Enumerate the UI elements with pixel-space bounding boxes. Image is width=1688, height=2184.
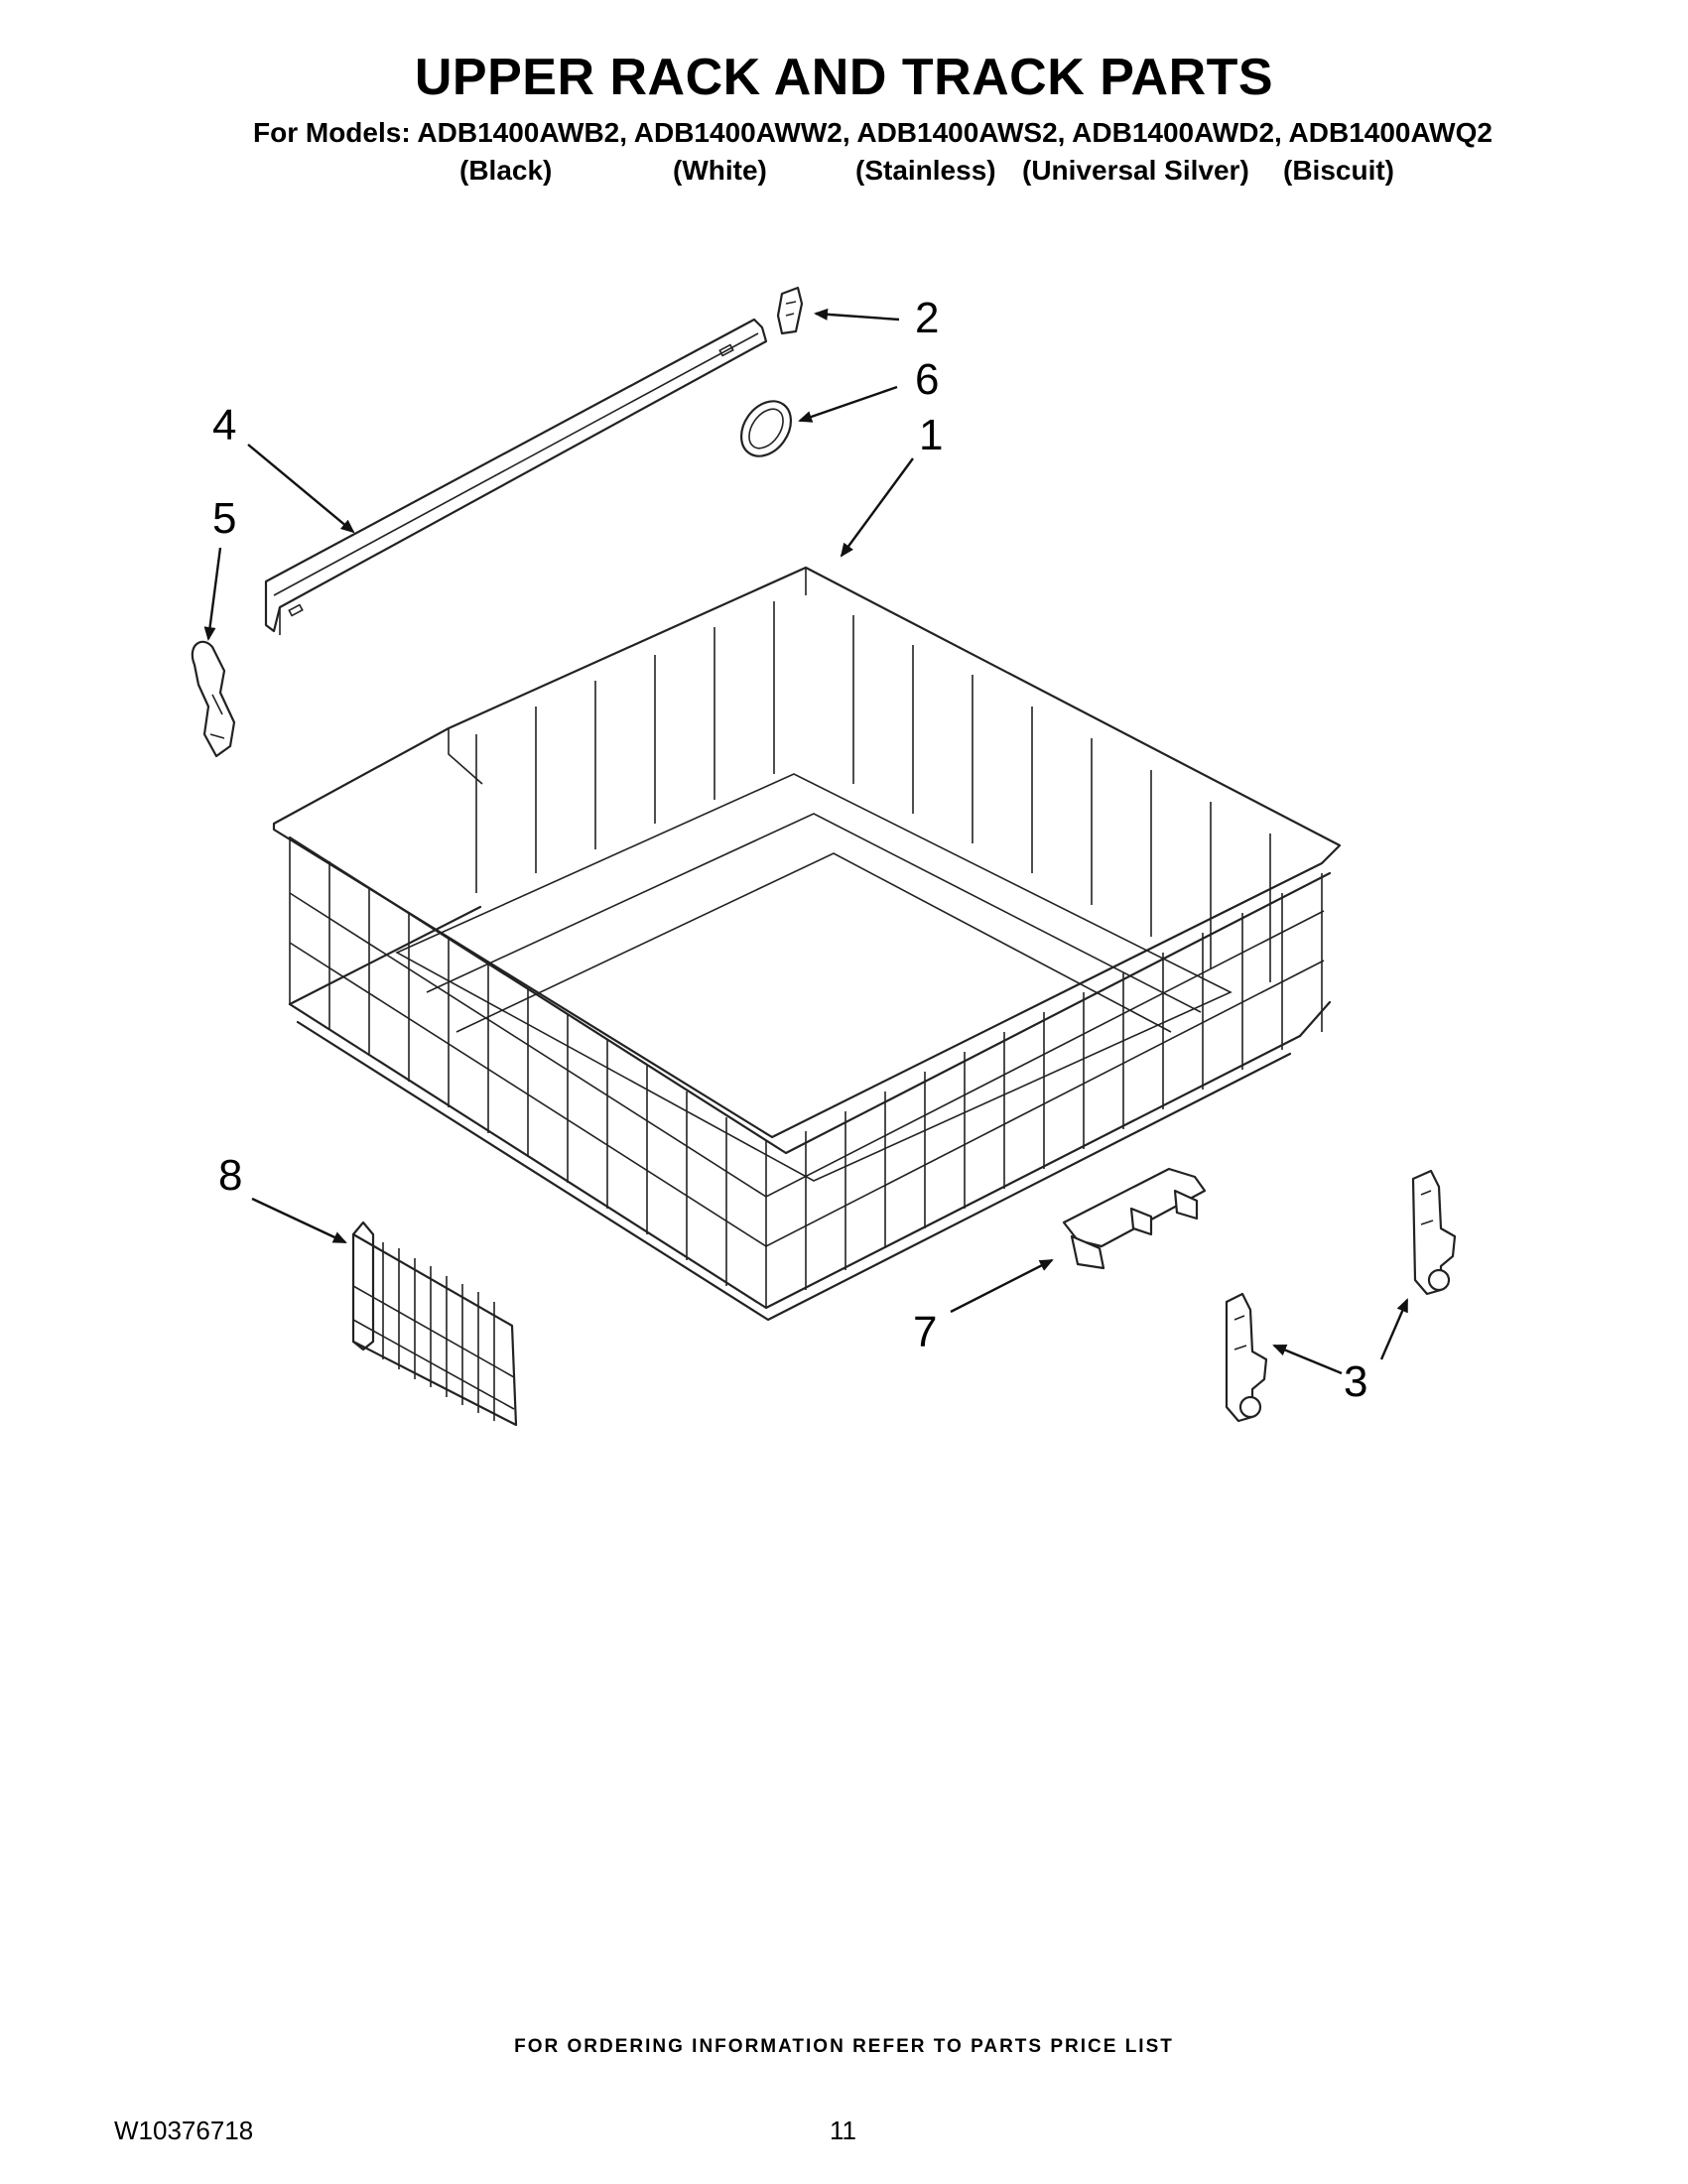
models-line: For Models: ADB1400AWB2, ADB1400AWW2, AD… [253,117,1493,148]
callout-1: 1 [919,411,944,459]
track-rail-part-4 [264,318,768,635]
leader-arrows [203,308,1409,1375]
arrow-5 [203,547,222,641]
arrow-2 [814,308,900,321]
color-black: (Black) [459,155,553,186]
upper-rack-part-1 [272,566,1342,1322]
callout-2: 2 [915,294,940,342]
callout-5: 5 [212,494,237,543]
arrow-7 [950,1258,1054,1314]
page-number: 11 [830,2116,856,2145]
adjuster-part-7 [1062,1167,1207,1270]
arrow-6 [798,385,898,423]
color-white: (White) [673,155,767,186]
callout-4: 4 [212,401,237,450]
callout-6: 6 [915,355,940,404]
color-biscuit: (Biscuit) [1283,155,1394,186]
arrow-4 [247,444,355,534]
ordering-note: FOR ORDERING INFORMATION REFER TO PARTS … [514,2036,1174,2057]
document-number: W10376718 [114,2116,254,2145]
arrow-3a [1272,1344,1343,1375]
callout-3: 3 [1344,1357,1368,1406]
arrow-3b [1379,1298,1409,1360]
rack-stop-part-5 [191,640,236,758]
arrow-1 [840,457,914,558]
arrow-8 [251,1197,347,1244]
roller-part-3b [1411,1169,1457,1296]
ring-part-6 [739,400,793,457]
color-stainless: (Stainless) [855,155,996,186]
roller-part-3a [1225,1292,1268,1423]
page-title: UPPER RACK AND TRACK PARTS [414,49,1274,106]
callout-7: 7 [913,1308,938,1356]
tine-insert-part-8 [351,1220,518,1427]
color-labels: (Black) (White) (Stainless) (Universal S… [0,155,1688,191]
callout-8: 8 [218,1151,243,1200]
color-universal-silver: (Universal Silver) [1022,155,1249,186]
end-cap-part-2 [776,286,804,335]
